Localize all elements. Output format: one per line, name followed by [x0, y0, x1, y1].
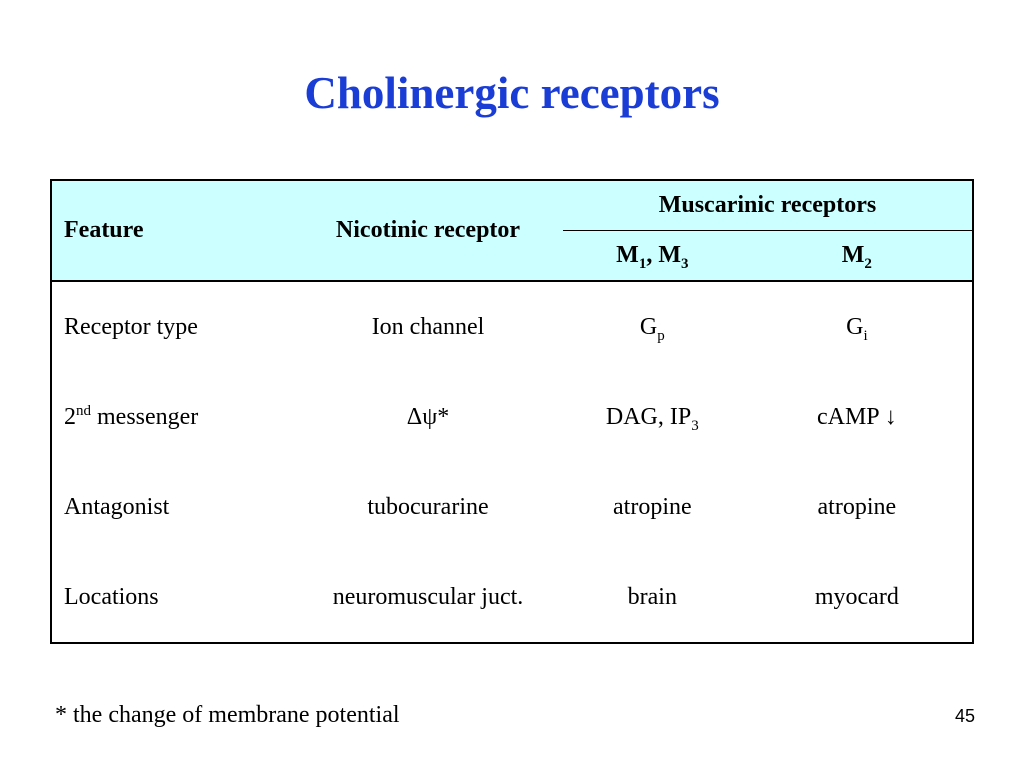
page-number: 45	[954, 706, 975, 726]
table-row: Antagonist tubocurarine atropine atropin…	[51, 462, 973, 552]
cell-feature: Locations	[64, 583, 159, 610]
cell-nicotinic: tubocurarine	[367, 493, 489, 520]
cell-m1-m3: DAG, IP3	[605, 403, 699, 434]
cell-feature: Antagonist	[64, 493, 170, 520]
cell-nicotinic: neuromuscular juct.	[332, 583, 524, 610]
header-m1-m3: M1, M3	[562, 230, 742, 282]
header-nicotinic: Nicotinic receptor	[293, 180, 563, 282]
footnote: * the change of membrane potential	[55, 702, 400, 728]
cell-m2: myocard	[814, 583, 899, 610]
table-header-row: Feature Nicotinic receptor Muscarinic re…	[51, 180, 973, 282]
cell-m1-m3: Gp	[639, 313, 665, 344]
table-row: Receptor type Ion channel Gp Gi	[51, 281, 973, 372]
cell-m2: cAMP ↓	[816, 403, 897, 430]
cell-feature: Receptor type	[64, 313, 198, 340]
table-row: Locations neuromuscular juct. brain myoc…	[51, 552, 973, 643]
table-row: 2nd messenger Δψ* DAG, IP3 cAMP ↓	[51, 372, 973, 462]
header-m2: M2	[741, 230, 973, 282]
cell-m1-m3: atropine	[613, 493, 692, 520]
header-feature: Feature	[51, 180, 294, 282]
header-muscarinic: Muscarinic receptors	[562, 180, 973, 231]
slide-title: Cholinergic receptors	[304, 68, 720, 118]
cell-nicotinic: Δψ*	[406, 403, 450, 430]
cell-nicotinic: Ion channel	[371, 313, 485, 340]
receptor-table: Feature Nicotinic receptor Muscarinic re…	[50, 179, 974, 644]
cell-m2: Gi	[846, 313, 868, 344]
cell-m2: atropine	[817, 493, 897, 520]
cell-m1-m3: brain	[627, 583, 677, 610]
cell-feature: 2nd messenger	[64, 402, 199, 430]
